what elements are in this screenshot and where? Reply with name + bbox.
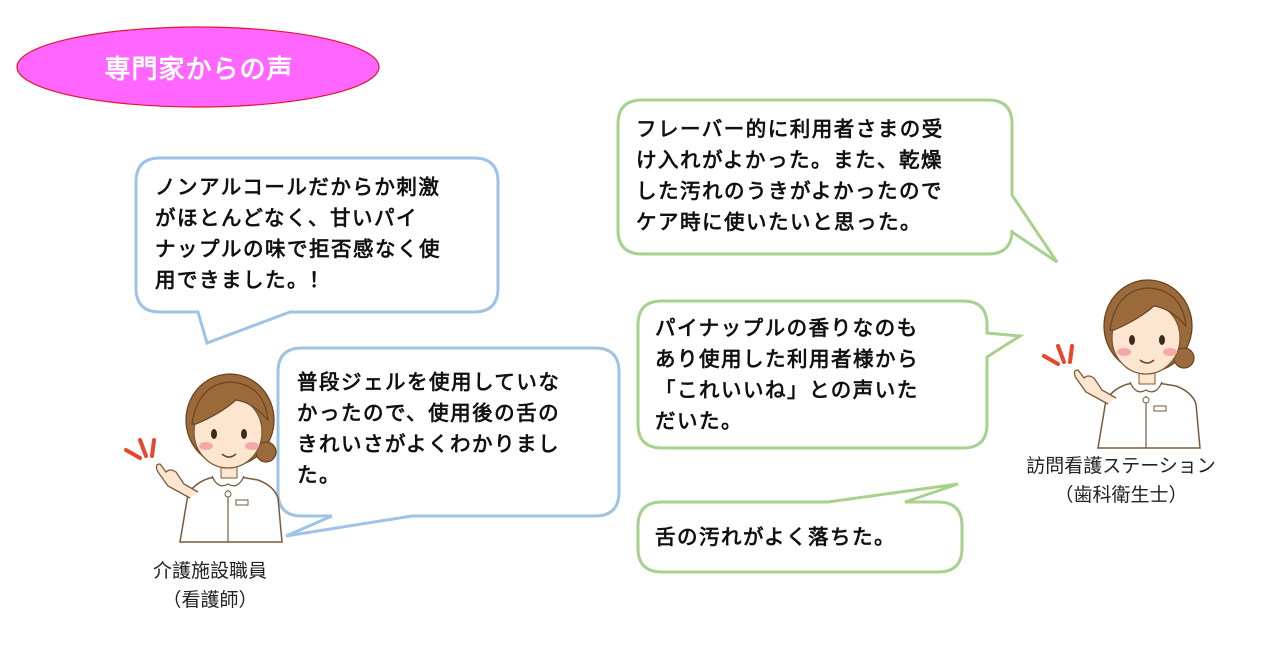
speaker-caption-left: 介護施設職員 （看護師） [152,560,267,611]
speech-bubble-3-shape [616,98,1059,264]
speech-bubble-1-text: ノンアルコールだからか刺激 がほとんどなく、甘いパイ ナップルの味で拒否感なく使… [155,175,441,292]
attention-marks-icon [1042,344,1074,366]
speech-bubble-1-shape [134,156,500,345]
speech-bubble-3-text: フレーバー的に利用者さまの受 け入れがよかった。また、乾燥 した汚れのうきがよか… [636,117,944,234]
nurse-illustration-left [124,373,283,543]
speech-bubble-5-shape [636,482,964,574]
title-ellipse [16,26,380,108]
attention-marks-icon [124,438,156,460]
speech-bubble-2-text: 普段ジェルを使用していな かったので、使用後の舌の きれいさがよくわかりまし た… [297,370,561,487]
nurse-illustration-right [1042,279,1201,449]
speech-bubble-5-text: 舌の汚れがよく落ちた。 [655,525,896,549]
speaker-caption-right: 訪問看護ステーション （歯科衛生士） [1026,455,1216,506]
speech-bubble-4-text: パイナップルの香りなのも あり使用した利用者様から 「これいいね」との声いた だ… [655,316,919,433]
page-title: 専門家からの声 [104,54,294,85]
speech-bubble-4-shape [636,299,1025,450]
speech-bubble-2-shape [276,346,621,538]
